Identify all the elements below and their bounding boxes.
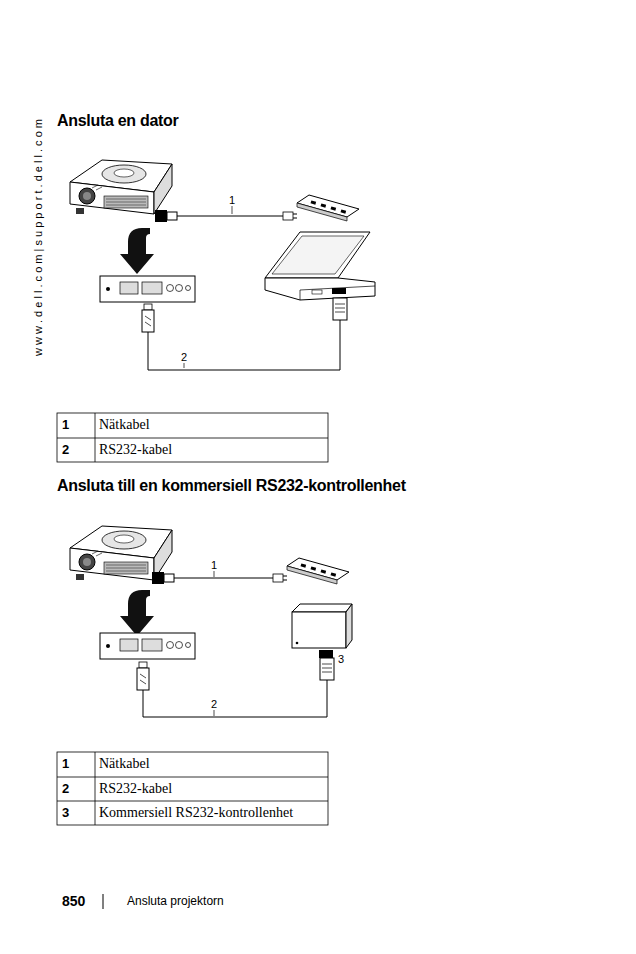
table-cell: RS232-kabel <box>99 781 172 797</box>
table-cell: RS232-kabel <box>99 442 172 458</box>
callout-number: 1 <box>210 559 218 571</box>
side-url: w w w . d e l l . c o m | s u p p o r t … <box>32 119 44 356</box>
table-cell: Kommersiell RS232-kontrollenhet <box>99 805 293 821</box>
callout-number: 2 <box>210 698 218 710</box>
callout-number: 2 <box>180 351 188 363</box>
section-heading: Ansluta en dator <box>57 112 178 130</box>
table-cell: 2 <box>62 781 69 796</box>
callout-number: 3 <box>337 653 345 665</box>
page-number: 850 <box>62 893 85 909</box>
table-cell: 1 <box>62 417 69 432</box>
page-footer: Ansluta projektorn <box>127 894 224 908</box>
table-cell: 2 <box>62 442 69 457</box>
table-cell: Nätkabel <box>99 756 150 772</box>
table-cell: 1 <box>62 756 69 771</box>
callout-number: 1 <box>228 194 236 206</box>
table-cell: Nätkabel <box>99 417 150 433</box>
table-cell: 3 <box>62 805 69 820</box>
section-heading: Ansluta till en kommersiell RS232-kontro… <box>57 477 406 495</box>
